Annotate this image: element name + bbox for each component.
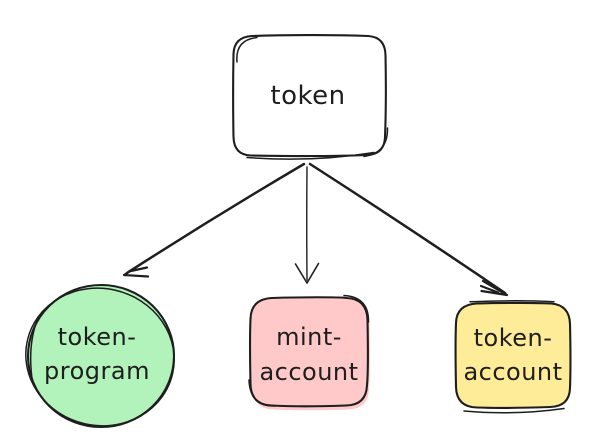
mint-account-node-shape: [249, 296, 369, 408]
sketch-stroke: [25, 287, 175, 427]
sketch-stroke: [246, 151, 375, 160]
edge-token-to-token-account: [308, 162, 509, 297]
token-program-label-line1: token-: [58, 323, 137, 351]
token-account-label-line2: account: [463, 358, 562, 386]
sketch-stroke: [363, 127, 389, 158]
token-account-node-shape: [454, 301, 572, 409]
sketch-stroke: [29, 317, 39, 383]
edge-token-to-mint-account: [294, 166, 320, 284]
edge-token-to-token-program: [122, 162, 306, 278]
arrowhead-icon: [122, 258, 150, 278]
sketch-stroke: [248, 379, 276, 407]
node-token-program: token- program: [25, 283, 176, 429]
arrow-line: [125, 162, 306, 275]
arrowhead-icon: [479, 279, 509, 297]
mint-account-label-line1: mint-: [276, 323, 342, 351]
token-node-shape: [232, 34, 387, 158]
sketch-stroke: [343, 294, 370, 323]
node-token-account: token- account: [454, 300, 572, 414]
arrow-line: [308, 162, 507, 295]
node-token: token: [232, 34, 389, 160]
token-account-label-line1: token-: [474, 324, 553, 352]
token-program-label-line2: program: [44, 357, 150, 385]
sketch-stroke: [463, 407, 565, 414]
token-node-label: token: [270, 81, 345, 111]
mint-account-label-line2: account: [259, 358, 358, 386]
arrowhead-icon: [294, 262, 320, 284]
node-mint-account: mint- account: [248, 294, 370, 411]
sketch-stroke: [469, 300, 555, 303]
sketch-stroke: [236, 36, 258, 63]
